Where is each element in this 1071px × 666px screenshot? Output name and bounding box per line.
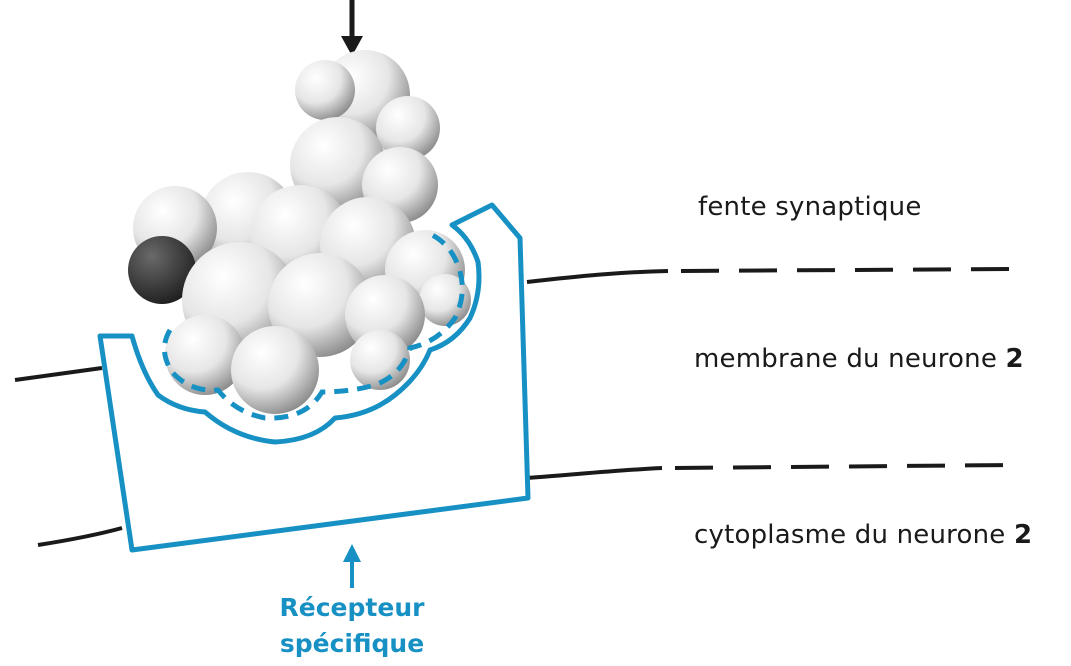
- membrane-text: membrane du neurone: [694, 344, 1005, 374]
- label-fente-synaptique: fente synaptique: [698, 192, 922, 222]
- membrane-number: 2: [1005, 344, 1023, 374]
- neurotransmitter-molecule: [128, 50, 471, 414]
- label-membrane: membrane du neurone 2: [694, 344, 1024, 374]
- cytoplasme-text: cytoplasme du neurone: [694, 520, 1014, 550]
- molecule-arrow: [341, 0, 363, 56]
- receptor-arrow: [343, 544, 361, 588]
- recepteur-line1: Récepteur: [262, 590, 442, 626]
- label-cytoplasme: cytoplasme du neurone 2: [694, 520, 1032, 550]
- cytoplasme-number: 2: [1014, 520, 1032, 550]
- recepteur-line2: spécifique: [262, 626, 442, 662]
- label-recepteur-specifique: Récepteur spécifique: [262, 590, 442, 662]
